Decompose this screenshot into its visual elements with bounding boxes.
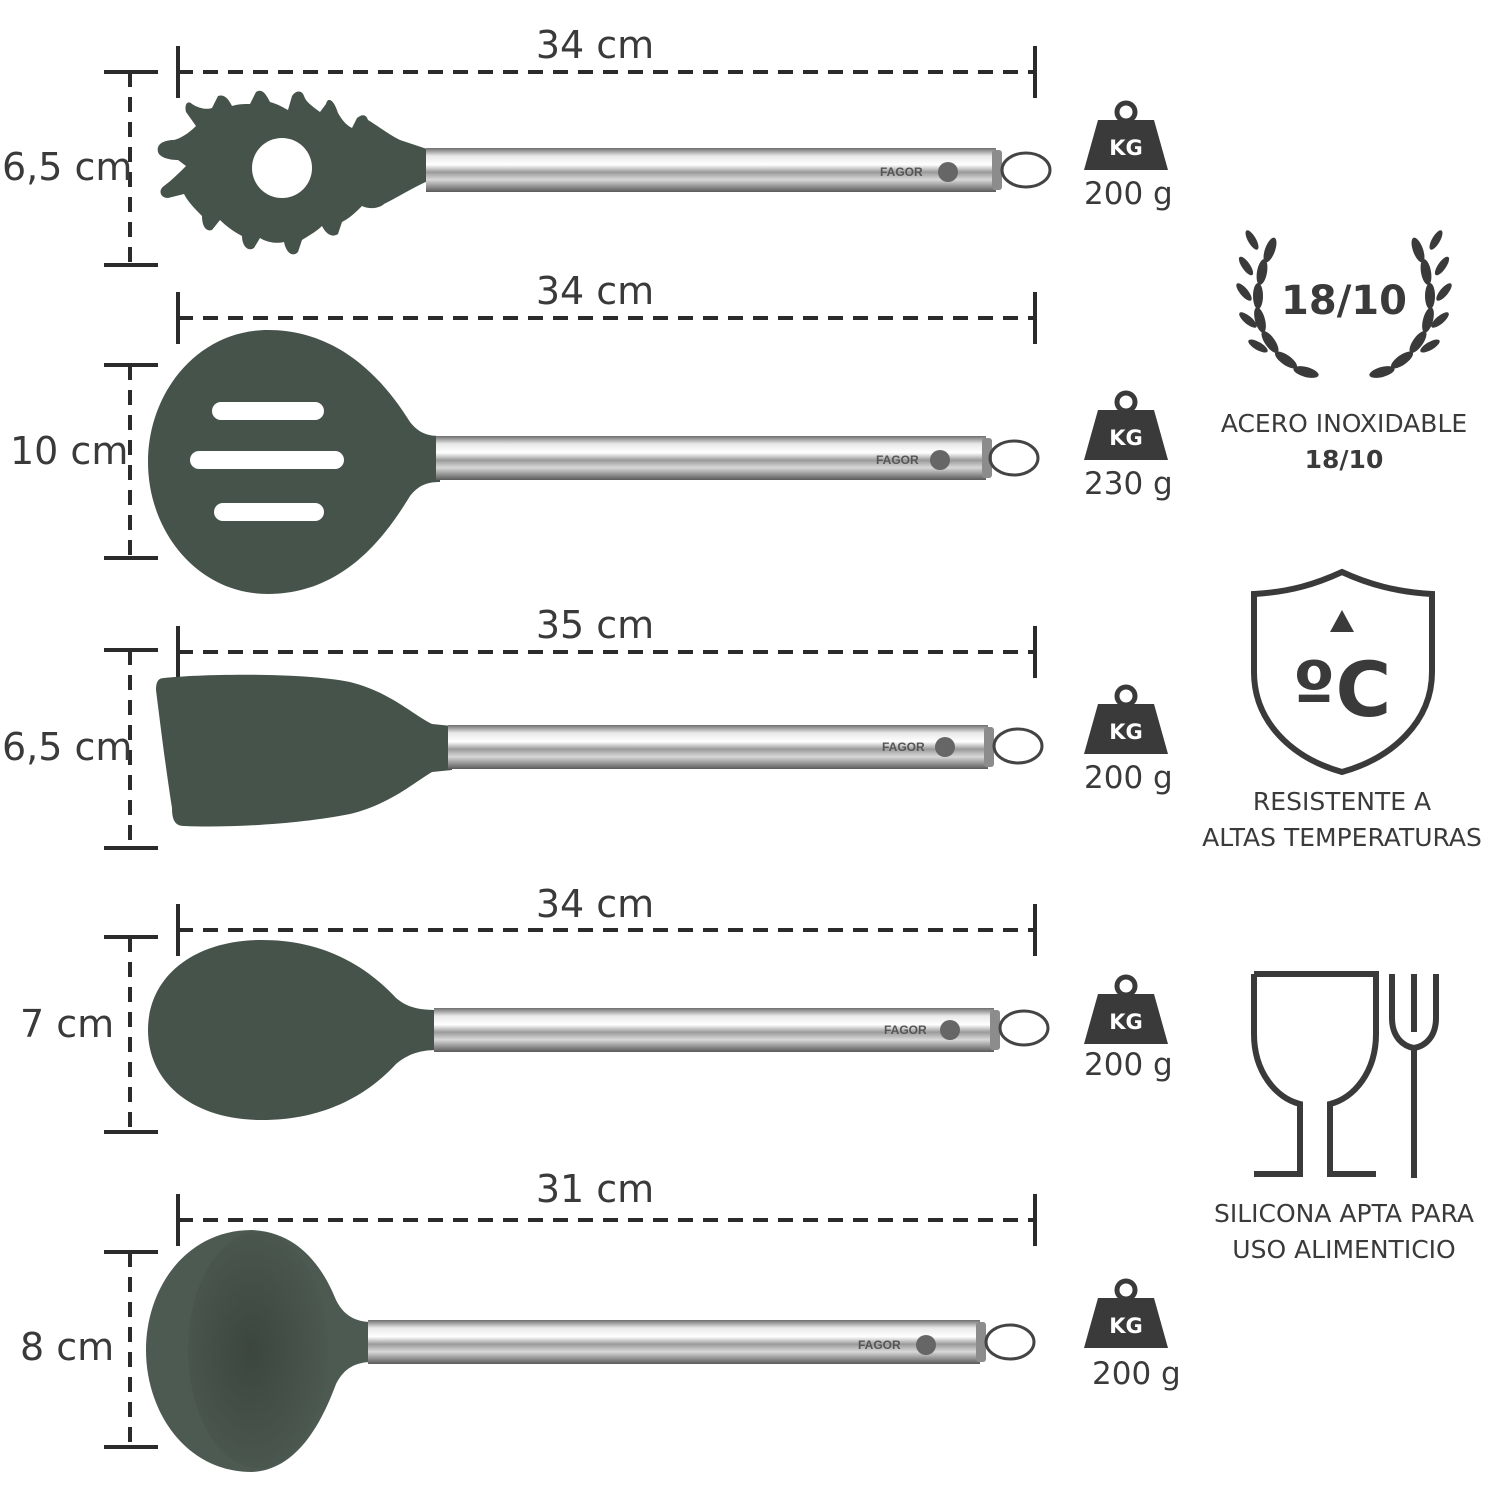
- hanging-loop: [1000, 151, 1052, 189]
- weight-icon-label: KG: [1109, 720, 1143, 744]
- weight-ladle: KG 200 g: [1084, 1278, 1181, 1392]
- utensil-spoon: 34 cm 7 cm FAGOR: [20, 882, 1050, 1134]
- utensil-spatula: 35 cm 6,5 cm FAGOR: [2, 603, 1044, 850]
- pasta-server-hole: [252, 138, 312, 198]
- weight-icon-label: KG: [1109, 1314, 1143, 1338]
- hanging-loop: [998, 1009, 1050, 1047]
- steel-handle: [448, 725, 988, 769]
- feature-food-grade: SILICONA APTA PARA USO ALIMENTICIO: [1196, 1196, 1492, 1268]
- hanging-loop: [992, 727, 1044, 765]
- brand-label: FAGOR: [858, 1338, 901, 1352]
- weight-label: 230 g: [1084, 466, 1173, 502]
- glass-fork-icon: [1251, 971, 1439, 1178]
- width-label: 6,5 cm: [2, 145, 132, 189]
- spatula-head: [156, 674, 452, 827]
- steel-handle: [436, 436, 986, 480]
- temperature-up-icon: [1330, 610, 1354, 632]
- feature-line: RESISTENTE A: [1252, 787, 1432, 816]
- shield-temperature-icon: [1251, 568, 1435, 776]
- utensil-ladle: 31 cm 8 cm FAGOR: [20, 1167, 1037, 1472]
- feature-line: 18/10: [1304, 445, 1384, 474]
- length-label: 34 cm: [536, 23, 654, 67]
- weight-label: 200 g: [1084, 176, 1173, 212]
- weight-pasta-server: KG 200 g: [1084, 100, 1173, 212]
- weight-icon: [1084, 994, 1168, 1044]
- weight-label: 200 g: [1084, 760, 1173, 796]
- slot: [214, 503, 324, 521]
- steel-grade-badge: 18/10: [1281, 278, 1407, 324]
- weight-icon-label: KG: [1109, 136, 1143, 160]
- utensil-slotted-spoon: 34 cm 10 cm FAGOR: [10, 269, 1040, 594]
- length-label: 31 cm: [536, 1167, 654, 1211]
- feature-stainless-steel: ACERO INOXIDABLE 18/10: [1196, 406, 1492, 478]
- weight-slotted-spoon: KG 230 g: [1084, 390, 1173, 502]
- weight-icon: [1084, 1298, 1168, 1348]
- length-label: 34 cm: [536, 882, 654, 926]
- slot: [212, 402, 324, 420]
- steel-handle: [426, 148, 996, 192]
- feature-line: USO ALIMENTICIO: [1232, 1235, 1456, 1264]
- steel-handle: [434, 1008, 994, 1052]
- length-label: 35 cm: [536, 603, 654, 647]
- weight-icon: [1084, 120, 1168, 170]
- width-label: 6,5 cm: [2, 725, 132, 769]
- weight-spatula: KG 200 g: [1084, 684, 1173, 796]
- width-label: 8 cm: [20, 1325, 114, 1369]
- weight-spoon: KG 200 g: [1084, 974, 1173, 1083]
- width-label: 7 cm: [20, 1002, 114, 1046]
- hanging-loop: [988, 439, 1040, 477]
- weight-icon: [1084, 410, 1168, 460]
- ladle-bowl-inner: [188, 1232, 328, 1468]
- length-label: 34 cm: [536, 269, 654, 313]
- slot: [190, 451, 344, 469]
- spoon-head: [148, 940, 438, 1120]
- feature-line: ACERO INOXIDABLE: [1220, 409, 1468, 438]
- weight-icon: [1084, 704, 1168, 754]
- weight-label: 200 g: [1092, 1356, 1181, 1392]
- utensil-pasta-server: 34 cm 6,5 cm FAGOR: [2, 23, 1052, 267]
- feature-line: ALTAS TEMPERATURAS: [1202, 823, 1482, 852]
- steel-handle: [368, 1320, 980, 1364]
- celsius-symbol: ºC: [1293, 645, 1392, 734]
- weight-label: 200 g: [1084, 1047, 1173, 1083]
- brand-label: FAGOR: [882, 740, 925, 754]
- laurel-wreath-icon: [1236, 230, 1452, 378]
- width-label: 10 cm: [10, 429, 128, 473]
- feature-line: SILICONA APTA PARA: [1213, 1199, 1475, 1228]
- brand-label: FAGOR: [880, 165, 923, 179]
- brand-label: FAGOR: [884, 1023, 927, 1037]
- feature-heat-resistant: RESISTENTE A ALTAS TEMPERATURAS: [1186, 784, 1498, 856]
- weight-icon-label: KG: [1109, 426, 1143, 450]
- weight-icon-label: KG: [1109, 1010, 1143, 1034]
- brand-label: FAGOR: [876, 453, 919, 467]
- hanging-loop: [984, 1323, 1036, 1361]
